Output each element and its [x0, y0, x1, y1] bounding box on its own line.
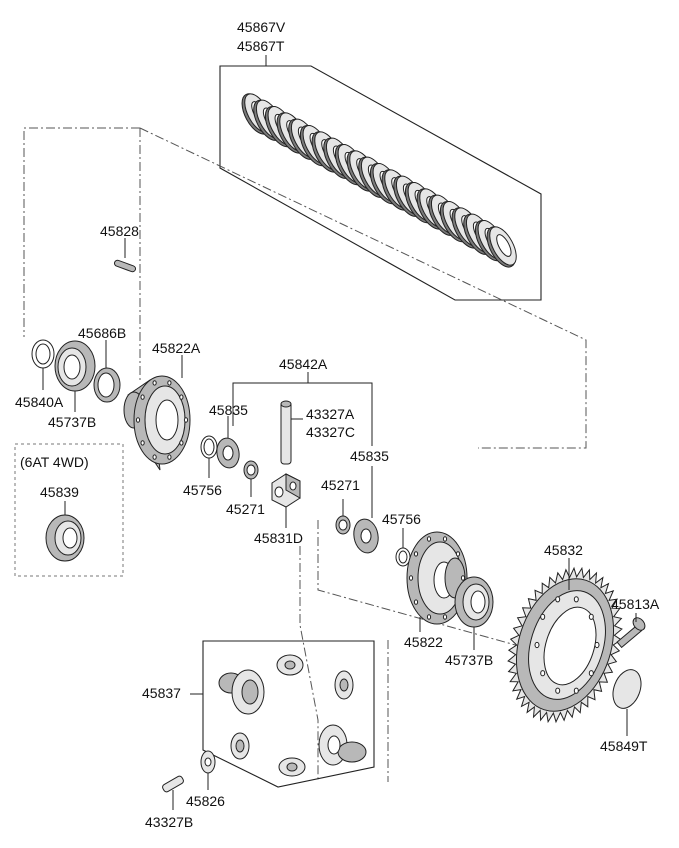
bolt-hole [408, 575, 414, 581]
clutch-disc-pack-group [219, 55, 542, 301]
ring-gear-bolt-holes [534, 596, 600, 694]
callout-43327A: 43327A [306, 406, 355, 422]
bearing-45839 [45, 514, 85, 562]
bolt-hole [140, 394, 145, 400]
callout-45271-right: 45271 [321, 477, 360, 493]
bolt-hole [183, 417, 189, 423]
bolt-hole [426, 536, 432, 542]
variant-box-title: (6AT 4WD) [20, 454, 89, 470]
bearing-45737B-left [54, 340, 96, 412]
pin-45828 [113, 238, 137, 273]
assembly-guide-lines [23, 127, 599, 782]
washer-45849T [612, 669, 642, 736]
bearing-race-45686B [93, 340, 121, 403]
washer-45826 [200, 750, 216, 790]
bolt-hole [152, 454, 157, 460]
callout-45867T: 45867T [237, 38, 285, 54]
bolt-hole [555, 687, 561, 694]
pinion-shaft-43327A [280, 400, 303, 465]
variant-box-6AT-4WD: (6AT 4WD) 45839 [14, 443, 124, 577]
bolt-hole [179, 440, 184, 446]
bolt-hole [179, 394, 184, 400]
bolt-hole [152, 380, 157, 386]
bolt-hole [540, 670, 546, 677]
thrust-washer-45835-right [353, 518, 379, 554]
thrust-washer-45756-left [200, 435, 218, 478]
side-gear-lower [318, 724, 367, 766]
callout-43327B: 43327B [145, 814, 193, 830]
callout-43327C: 43327C [306, 424, 355, 440]
bolt-hole [573, 596, 579, 603]
bolt-hole [455, 551, 461, 557]
pinion-gear-bottom [278, 757, 306, 777]
pin-43327B [162, 775, 184, 810]
callout-45826: 45826 [186, 793, 225, 809]
ring-gear-45832 [507, 558, 623, 724]
bolt-hole [442, 536, 448, 542]
clutch-discs [241, 93, 517, 268]
bolt-45813A [616, 613, 646, 649]
pinion-gear-top [276, 654, 304, 676]
bearing-45737B-right [454, 576, 494, 650]
callout-45837: 45837 [142, 685, 181, 701]
bolt-hole [167, 380, 172, 386]
callout-45271-left: 45271 [226, 501, 265, 517]
variant-box-part-label: 45839 [40, 484, 79, 500]
bolt-hole [588, 613, 594, 620]
snap-ring-45840A [31, 339, 55, 390]
thrust-washer-45756-right [395, 528, 411, 567]
differential-case-45822 [406, 531, 468, 632]
bracket-45842A [232, 372, 373, 518]
callout-45867V: 45867V [237, 19, 286, 35]
gear-set-outline [202, 640, 375, 788]
bolt-hole [135, 417, 141, 423]
bolt-hole [426, 614, 432, 620]
bolt-hole [555, 596, 561, 603]
callout-45756-right: 45756 [382, 511, 421, 527]
callout-45842A: 45842A [279, 356, 328, 372]
callout-45832: 45832 [544, 542, 583, 558]
bolt-hole [140, 440, 145, 446]
callout-45840A: 45840A [15, 394, 64, 410]
pinion-gear-left [230, 732, 250, 760]
callout-45835-right: 45835 [350, 448, 389, 464]
callout-45737B-right: 45737B [445, 652, 493, 668]
spacer-block-45831D [271, 473, 301, 528]
clutch-pack-outline [219, 65, 542, 301]
pinion-gear-right [334, 670, 354, 700]
bolt-hole [540, 613, 546, 620]
differential-case-45822A [123, 355, 191, 471]
case-bolt-holes-2 [408, 536, 466, 620]
bolt-hole [573, 687, 579, 694]
ring-45271-left [243, 460, 259, 497]
callout-45686B: 45686B [78, 325, 126, 341]
side-gear-upper [218, 669, 265, 715]
bolt-hole [594, 641, 600, 649]
case-bolt-holes [135, 380, 189, 460]
callout-45813A: 45813A [611, 596, 660, 612]
callout-45737B-left: 45737B [48, 414, 96, 430]
ring-45271-right [335, 499, 351, 535]
bolt-hole [442, 614, 448, 620]
thrust-washer-45835-left [216, 416, 240, 469]
clutch-disc [486, 226, 517, 268]
callout-labels: 45867V 45867T 45828 45686B 45822A 45842A… [15, 19, 660, 830]
callout-45822A: 45822A [152, 340, 201, 356]
bolt-hole [588, 670, 594, 677]
callout-45756-left: 45756 [183, 482, 222, 498]
callout-45835-left: 45835 [209, 402, 248, 418]
callout-45831D: 45831D [254, 530, 303, 546]
bolt-hole [534, 641, 540, 649]
bolt-hole [460, 575, 466, 581]
bolt-hole [167, 454, 172, 460]
gear-set-45837 [190, 640, 375, 788]
callout-45849T: 45849T [600, 738, 648, 754]
callout-45828: 45828 [100, 223, 139, 239]
callout-45822: 45822 [404, 634, 443, 650]
bolt-hole [413, 599, 419, 605]
bolt-hole [413, 551, 419, 557]
